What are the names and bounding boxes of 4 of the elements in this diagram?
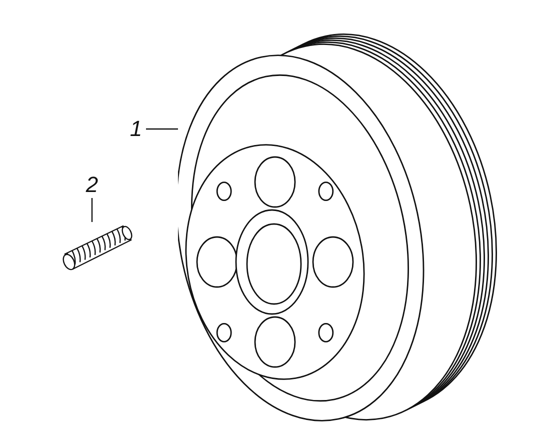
leader-line [91,198,93,222]
callout-number: 1 [130,118,142,140]
callout-number: 2 [86,174,98,196]
leader-line [146,128,178,130]
